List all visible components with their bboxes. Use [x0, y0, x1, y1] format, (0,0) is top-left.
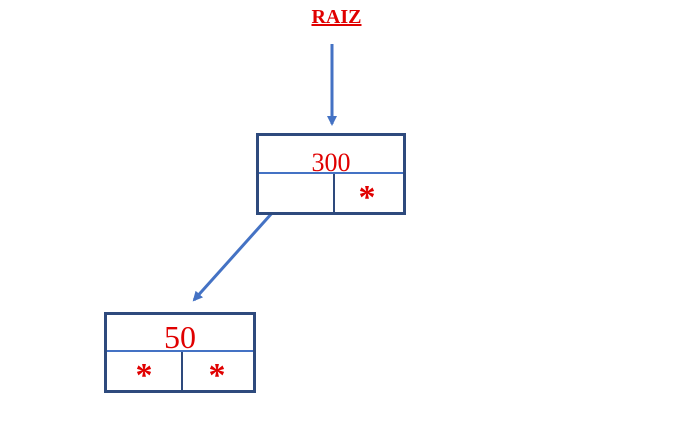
- left-pointer-null: *: [135, 357, 153, 394]
- right-pointer-null: *: [208, 357, 226, 394]
- pointer-divider: [181, 352, 183, 390]
- node-pointer-row: *: [259, 172, 403, 216]
- tree-node-left-child: 50 * *: [104, 312, 256, 394]
- root-label: RAIZ: [311, 6, 362, 28]
- tree-node-root: 300 *: [256, 133, 406, 216]
- pointer-divider: [333, 174, 335, 212]
- left-pointer: [259, 174, 333, 212]
- node-pointer-row: * *: [107, 350, 253, 394]
- node-value: 50: [164, 319, 196, 355]
- right-pointer-null: *: [358, 179, 376, 216]
